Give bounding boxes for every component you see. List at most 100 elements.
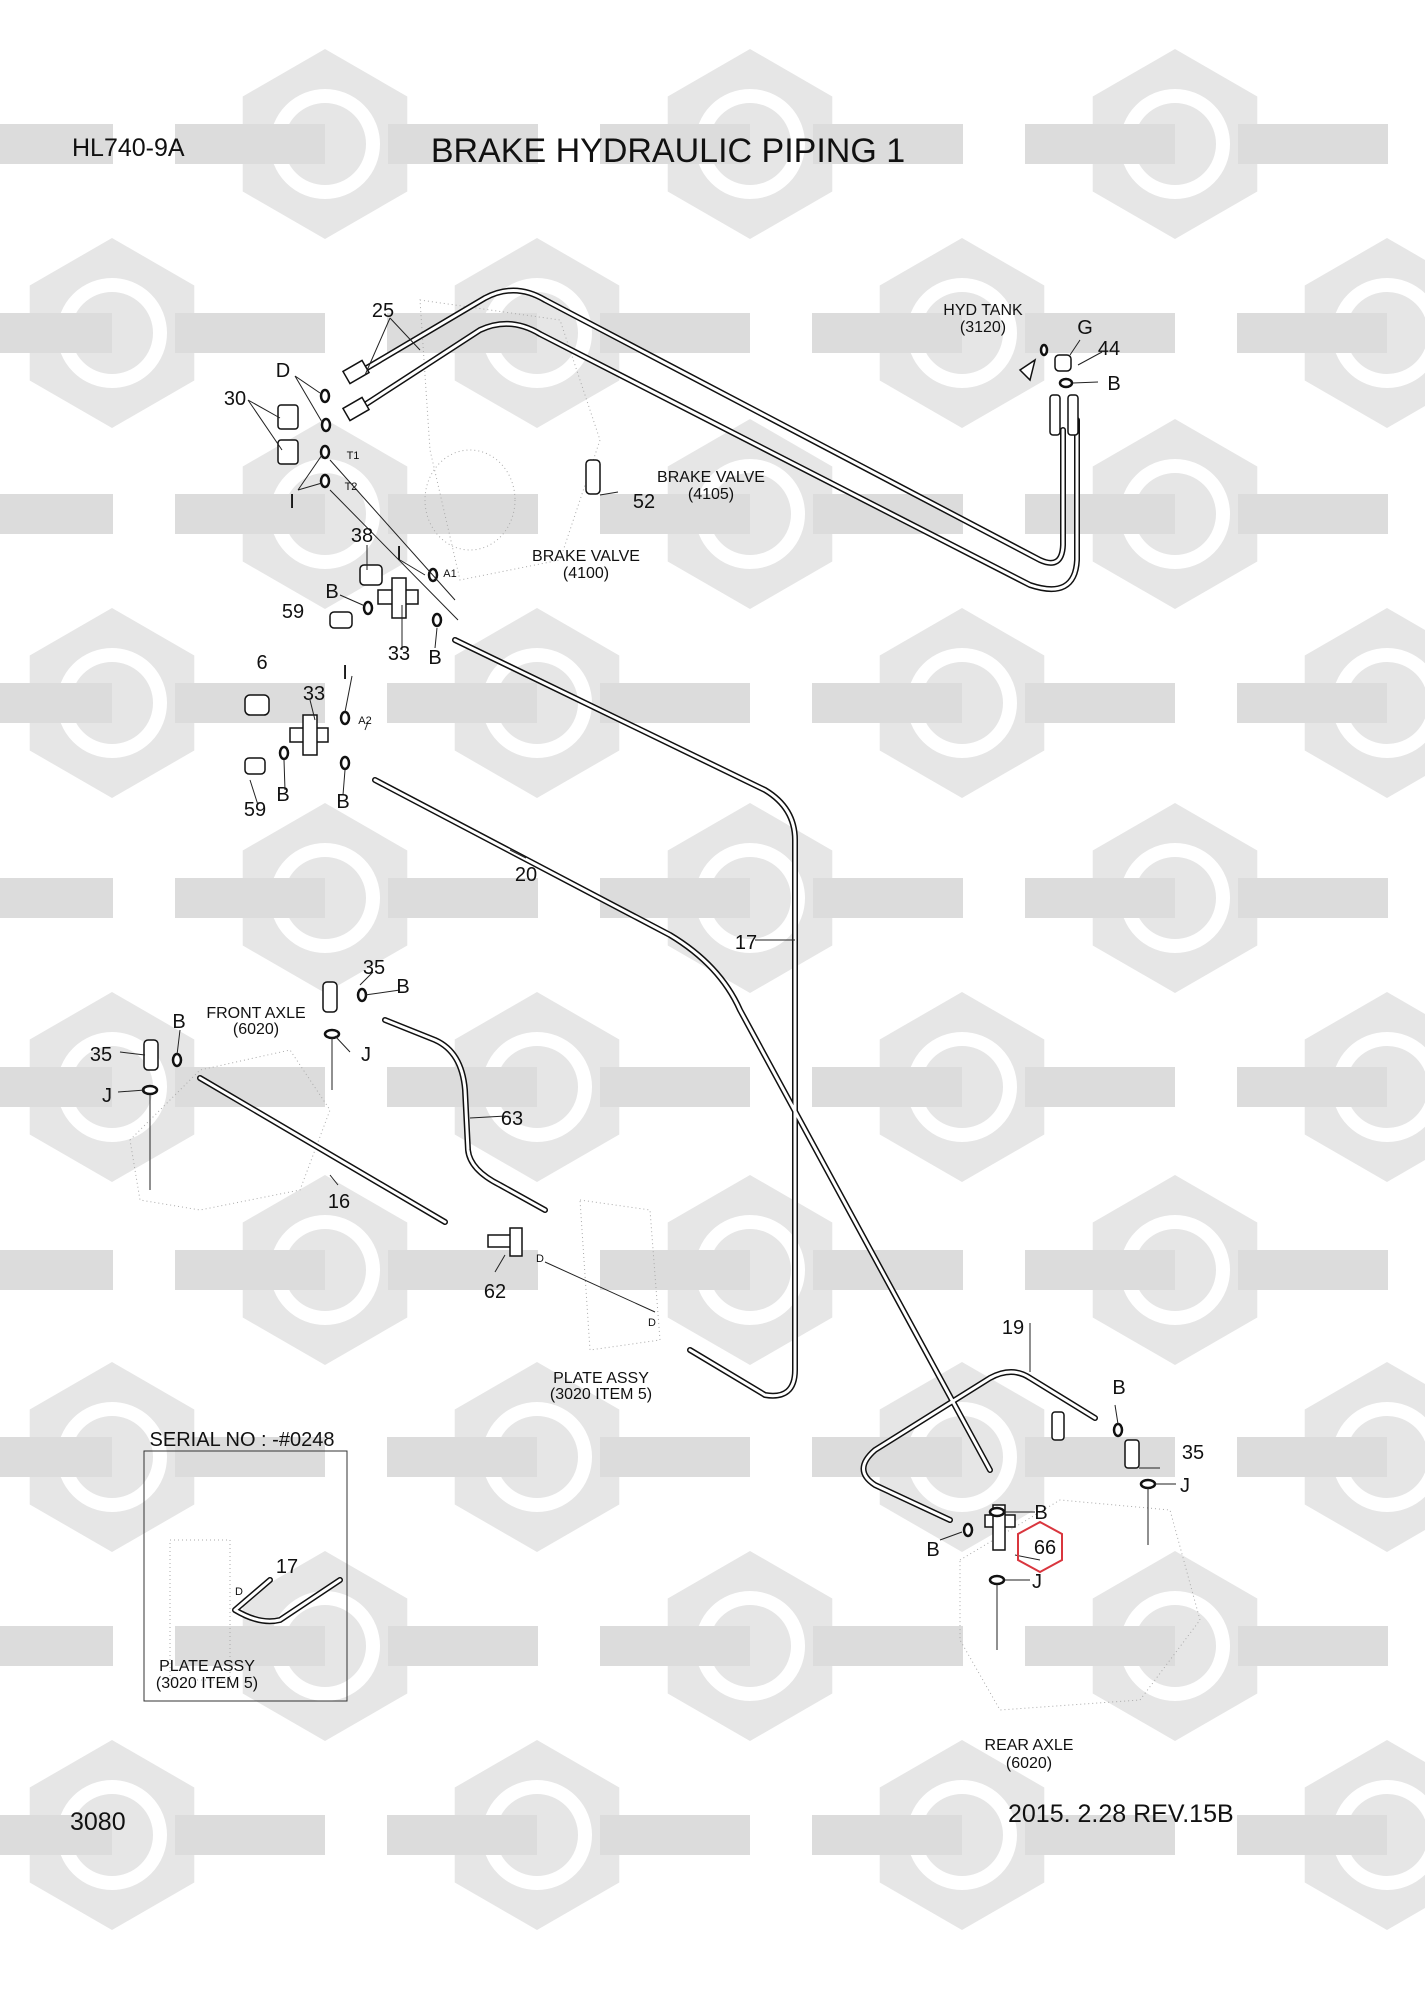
page-title: BRAKE HYDRAULIC PIPING 1 xyxy=(431,132,905,170)
inset-callout-17: 17 xyxy=(276,1556,298,1578)
brake-valve-4105-label: BRAKE VALVE xyxy=(657,469,765,486)
watermark-tile xyxy=(812,1740,1175,1930)
callout-b: B xyxy=(1112,1377,1125,1399)
callout-b: B xyxy=(336,791,349,813)
pipe-25-upper xyxy=(357,287,1066,566)
callout-6: 6 xyxy=(256,652,267,674)
callout-b: B xyxy=(396,976,409,998)
callout-35: 35 xyxy=(1182,1442,1204,1464)
watermark-tile xyxy=(175,419,538,609)
watermark-tile xyxy=(1237,1740,1425,1930)
watermark-tile xyxy=(1025,803,1388,993)
watermark-tile xyxy=(1025,419,1388,609)
callout-63: 63 xyxy=(501,1108,523,1130)
callout-20: 20 xyxy=(515,864,537,886)
watermark-tile xyxy=(175,1175,538,1365)
port-a2: A2 xyxy=(358,715,371,727)
watermark-tile xyxy=(1237,992,1425,1182)
callout-66: 66 xyxy=(1034,1537,1056,1559)
callout-33: 33 xyxy=(303,683,325,705)
brake-valve-4105-code: (4105) xyxy=(688,486,734,503)
front-axle-label: FRONT AXLE xyxy=(206,1005,305,1022)
watermark-tile xyxy=(812,992,1175,1182)
callout-d: D xyxy=(648,1317,656,1329)
watermark-tile xyxy=(1237,608,1425,798)
plate-assy-code: (3020 ITEM 5) xyxy=(550,1386,652,1403)
callout-j: J xyxy=(361,1044,371,1066)
watermark-tile xyxy=(600,419,963,609)
callout-59: 59 xyxy=(282,601,304,623)
watermark-tile xyxy=(1025,1551,1388,1741)
callout-j: J xyxy=(1032,1571,1042,1593)
callout-33: 33 xyxy=(388,643,410,665)
inset-plate-assy-label: PLATE ASSY xyxy=(159,1658,255,1675)
watermark-tile xyxy=(1237,1362,1425,1552)
callout-b: B xyxy=(1034,1502,1047,1524)
watermark-tile xyxy=(175,1551,538,1741)
watermark-tile xyxy=(0,878,113,918)
watermark-tile xyxy=(1025,1175,1388,1365)
callout-d: D xyxy=(276,360,290,382)
page-number: 3080 xyxy=(70,1808,126,1836)
watermark-tile xyxy=(0,608,325,798)
watermark-tile xyxy=(0,1626,113,1666)
callout-b: B xyxy=(172,1011,185,1033)
callout-44: 44 xyxy=(1098,338,1120,360)
watermark-tile xyxy=(0,494,113,534)
callout-i: I xyxy=(289,491,295,513)
callout-30: 30 xyxy=(224,388,246,410)
callout-25: 25 xyxy=(372,300,394,322)
callout-59: 59 xyxy=(244,799,266,821)
hyd-tank-label: HYD TANK xyxy=(943,302,1023,319)
watermark-tile xyxy=(1025,49,1388,239)
port-t1: T1 xyxy=(347,450,360,462)
watermark-tile xyxy=(175,803,538,993)
callout-38: 38 xyxy=(351,525,373,547)
watermark-tile xyxy=(1237,238,1425,428)
model-label: HL740-9A xyxy=(72,134,185,162)
rear-axle-label: REAR AXLE xyxy=(985,1737,1074,1754)
revision-label: 2015. 2.28 REV.15B xyxy=(1008,1800,1234,1828)
callout-16: 16 xyxy=(328,1191,350,1213)
callout-62: 62 xyxy=(484,1281,506,1303)
callout-i: I xyxy=(342,662,348,684)
watermark-tile xyxy=(600,49,963,239)
pipe-25-lower xyxy=(357,320,1080,592)
rear-axle-code: (6020) xyxy=(1006,1755,1052,1772)
watermark-tile xyxy=(0,124,113,164)
callout-b: B xyxy=(926,1539,939,1561)
watermark-tile xyxy=(387,1740,750,1930)
watermark-tile xyxy=(0,1250,113,1290)
callout-35: 35 xyxy=(90,1044,112,1066)
inset-plate-assy-code: (3020 ITEM 5) xyxy=(156,1675,258,1692)
callout-17: 17 xyxy=(735,932,757,954)
watermark-tile xyxy=(0,1740,325,1930)
callout-b: B xyxy=(276,784,289,806)
watermark-tile xyxy=(600,803,963,993)
callout-19: 19 xyxy=(1002,1317,1024,1339)
brake-valve-4100-label: BRAKE VALVE xyxy=(532,548,640,565)
callout-35: 35 xyxy=(363,957,385,979)
pipes xyxy=(197,287,1098,1625)
callout-g: G xyxy=(1077,317,1093,339)
watermark-tile xyxy=(175,49,538,239)
watermark-tile xyxy=(812,238,1175,428)
brake-valve-4100-code: (4100) xyxy=(563,565,609,582)
watermark-tile xyxy=(387,1362,750,1552)
callout-j: J xyxy=(102,1085,112,1107)
front-axle-code: (6020) xyxy=(233,1021,279,1038)
watermark-tile xyxy=(0,1362,325,1552)
watermark-tile xyxy=(600,1551,963,1741)
callout-52: 52 xyxy=(633,491,655,513)
callout-i: I xyxy=(396,543,402,565)
inset-box xyxy=(143,1450,348,1702)
highlight-hexagon xyxy=(1017,1520,1063,1574)
leader-lines xyxy=(117,317,1176,1650)
port-t2: T2 xyxy=(345,481,358,493)
callout-b: B xyxy=(428,647,441,669)
callout-b: B xyxy=(325,581,338,603)
inset-serial-label: SERIAL NO : -#0248 xyxy=(150,1429,335,1451)
watermark-tile xyxy=(600,1175,963,1365)
